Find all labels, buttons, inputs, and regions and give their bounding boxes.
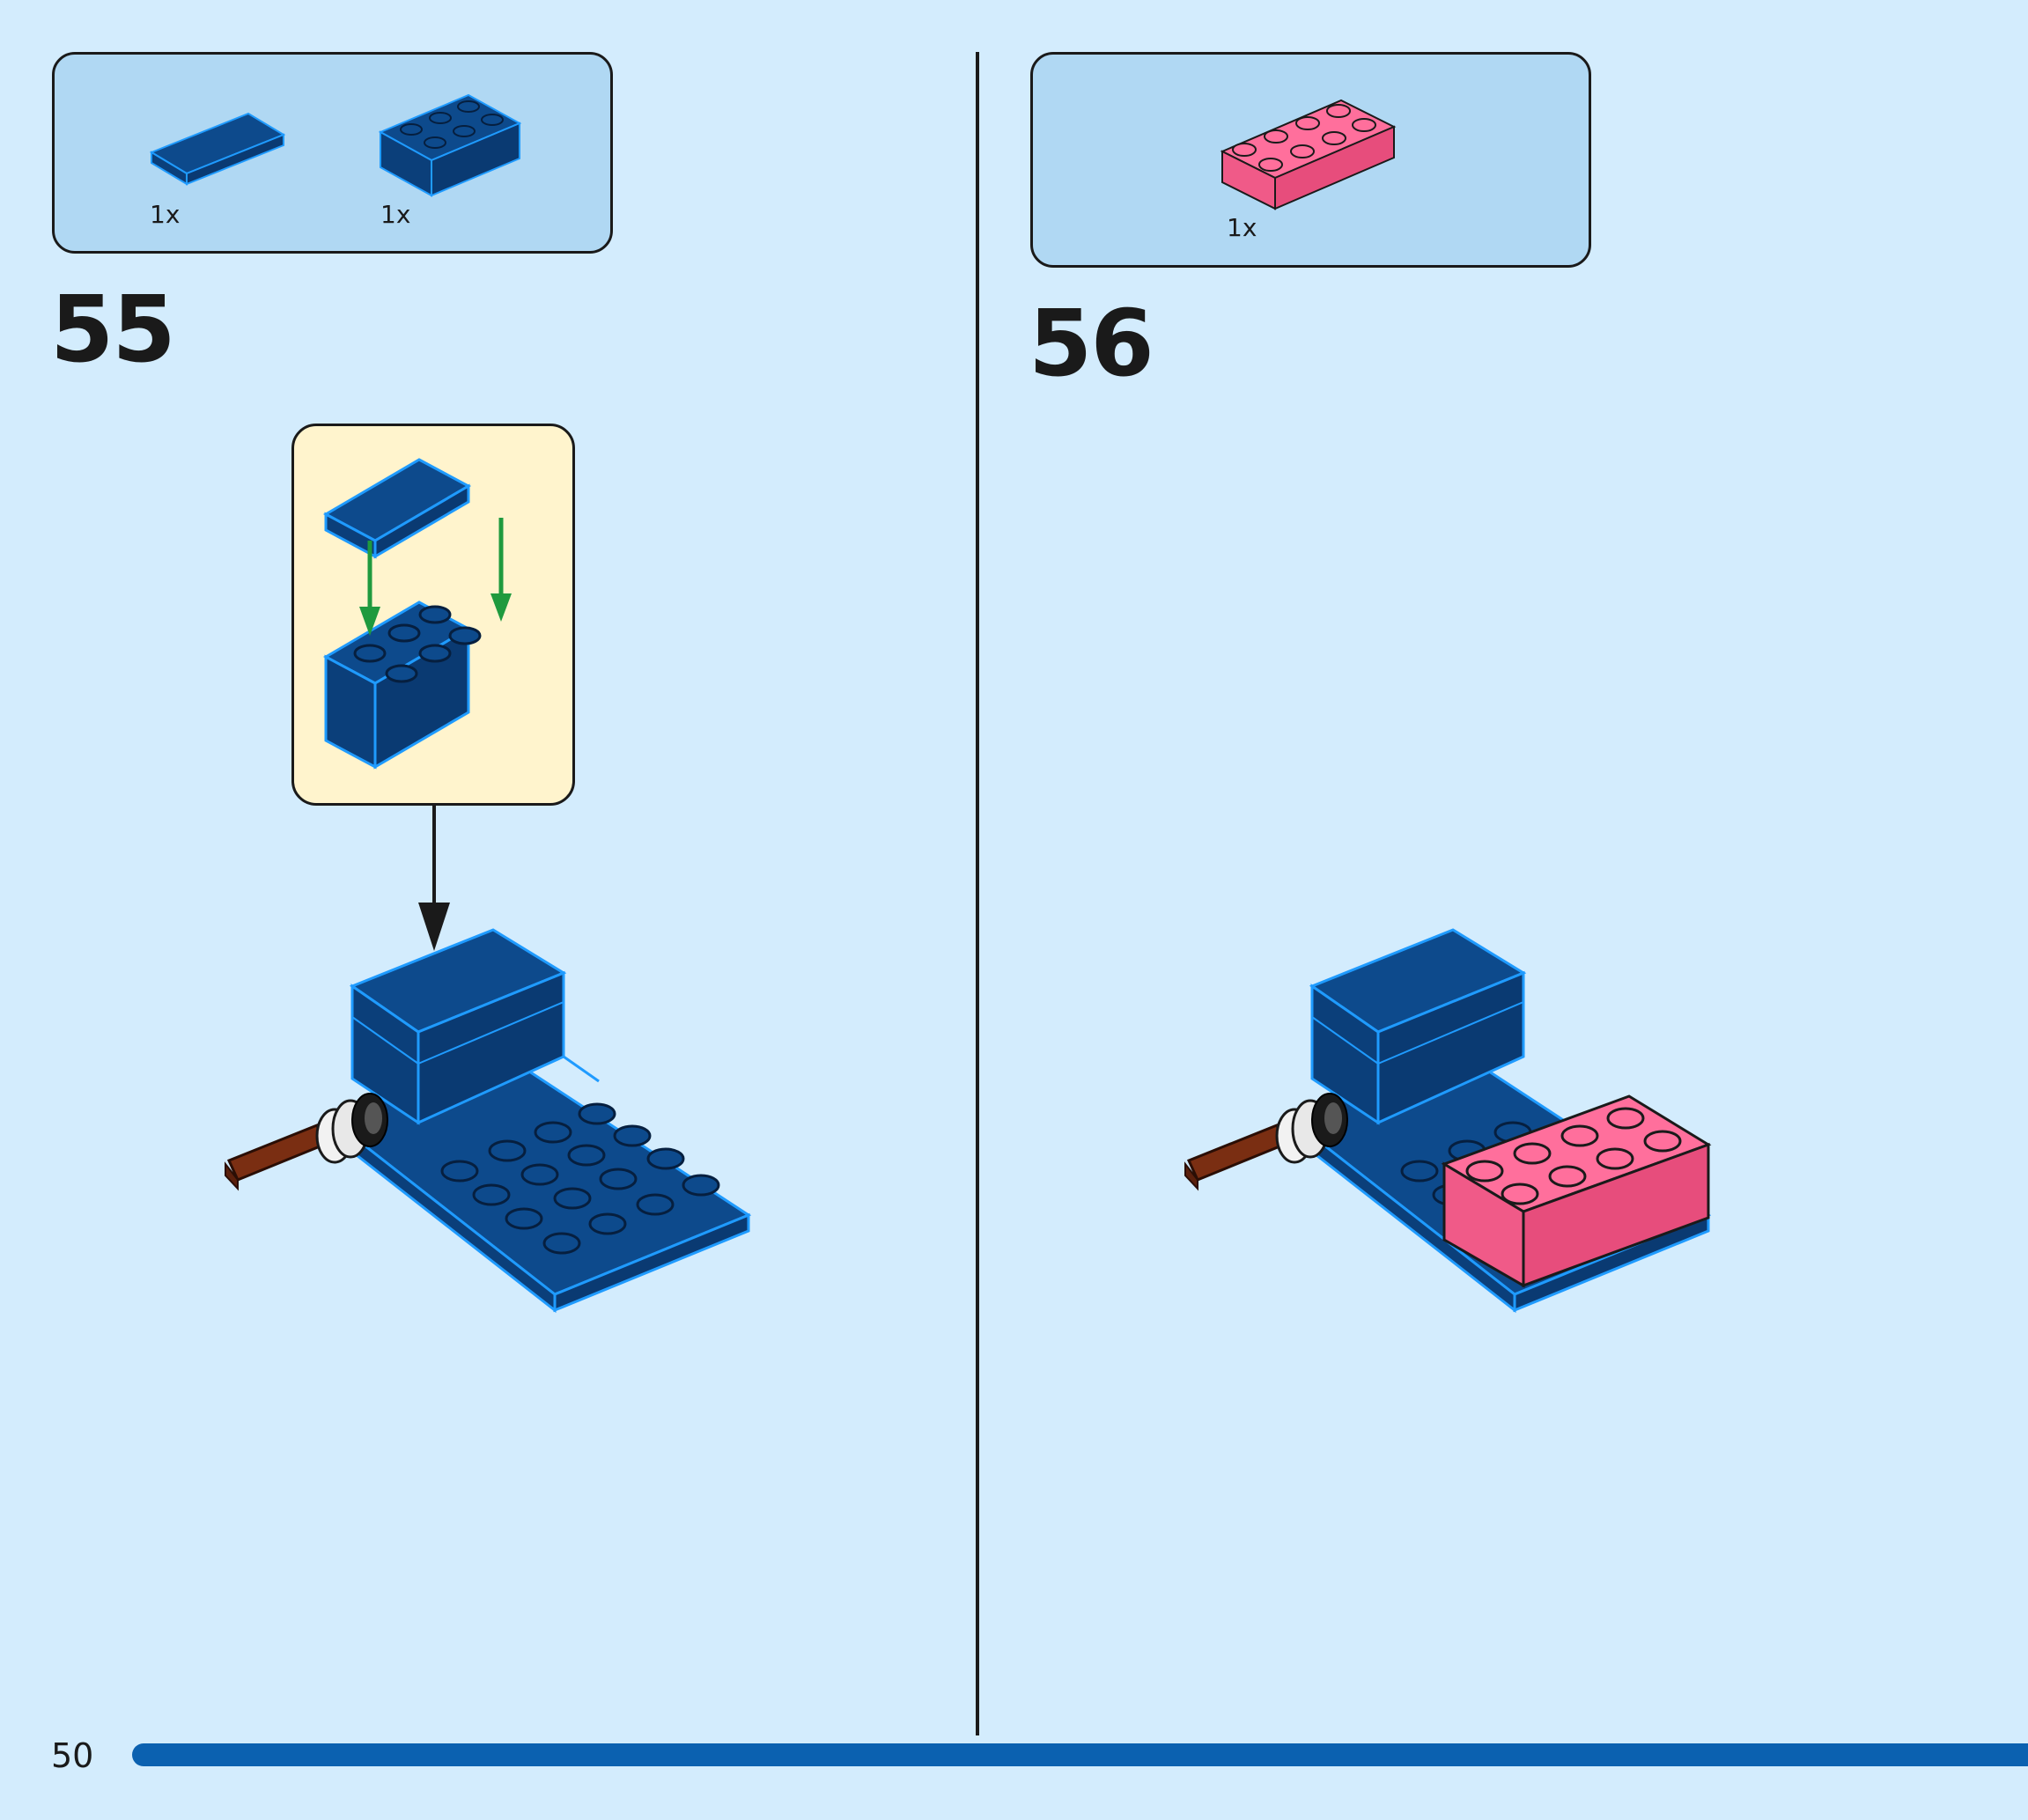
progress-bar (132, 1743, 2028, 1766)
step-divider (976, 52, 979, 1735)
page-number: 50 (51, 1736, 94, 1775)
part-qty-blue-brick: 1x (380, 200, 411, 229)
part-qty-pink-brick: 1x (1227, 213, 1257, 242)
blue-brick-icon (378, 93, 522, 197)
blue-tile-icon (149, 112, 286, 186)
step-number-56: 56 (1029, 290, 1154, 397)
parts-list-step-55: 1x 1x (52, 52, 613, 254)
parts-list-step-56: 1x (1030, 52, 1591, 268)
pink-brick-icon (1220, 99, 1397, 210)
model-step-55 (225, 928, 752, 1314)
part-qty-blue-tile: 1x (150, 200, 181, 229)
sub-assembly-callout (291, 424, 575, 806)
sub-assembly-illustration (322, 458, 512, 770)
placement-arrow (418, 806, 450, 951)
model-step-56 (1184, 928, 1712, 1314)
step-number-55: 55 (50, 276, 176, 383)
